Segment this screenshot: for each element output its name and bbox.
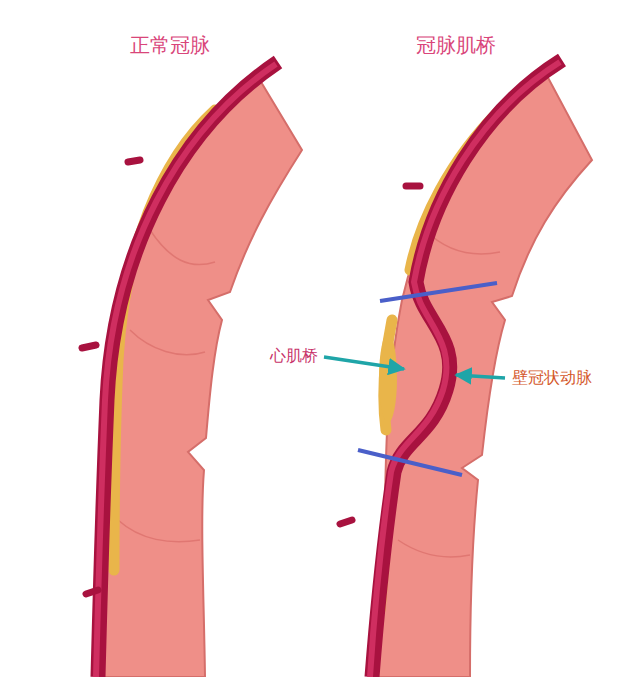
coronary-artery-highlight xyxy=(96,64,276,677)
fat-tissue xyxy=(380,110,500,610)
artery-branch xyxy=(340,186,420,524)
bridge-boundary xyxy=(380,283,497,301)
part-label: 心肌桥 xyxy=(270,346,318,365)
artery-branch xyxy=(82,160,140,594)
fat-tissue xyxy=(379,333,397,423)
bridge-boundary xyxy=(358,450,462,475)
leader-arrow xyxy=(324,357,404,369)
leader-arrow xyxy=(456,375,505,378)
figure-title: 正常冠脉 xyxy=(130,33,210,57)
part-label: 壁冠状动脉 xyxy=(512,368,592,387)
normal-coronary-figure xyxy=(82,62,302,677)
myocardial-bridge-figure xyxy=(324,60,592,677)
figure-title: 冠脉肌桥 xyxy=(416,33,496,57)
myocardium xyxy=(372,72,592,677)
